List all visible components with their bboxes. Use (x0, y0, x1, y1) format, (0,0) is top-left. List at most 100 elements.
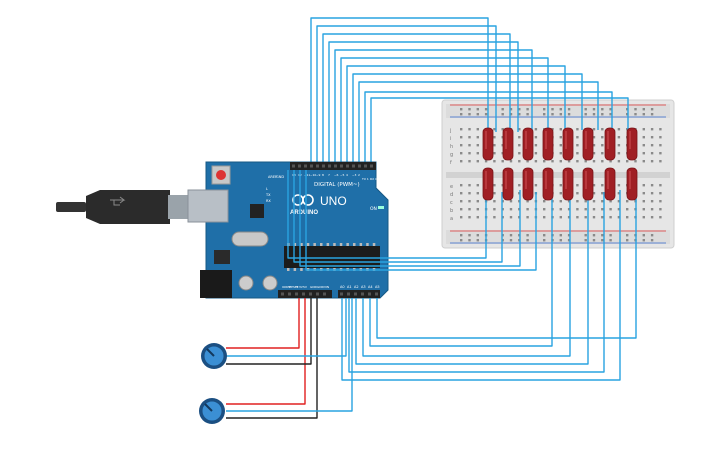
rail-hole[interactable] (460, 239, 463, 242)
led-icon[interactable] (542, 127, 554, 161)
breadboard-hole[interactable] (509, 216, 513, 219)
led-icon[interactable] (626, 167, 638, 201)
wire-d4[interactable] (334, 49, 533, 163)
rail-hole[interactable] (559, 239, 562, 242)
analog-pin[interactable] (361, 292, 364, 296)
breadboard-hole[interactable] (559, 160, 562, 163)
digital-pin[interactable] (298, 164, 301, 168)
led-icon[interactable] (482, 127, 494, 161)
rail-hole[interactable] (460, 113, 463, 116)
breadboard-hole[interactable] (468, 184, 471, 187)
breadboard-hole[interactable] (617, 192, 621, 195)
breadboard-hole[interactable] (592, 136, 596, 139)
breadboard-hole[interactable] (601, 160, 604, 163)
breadboard-hole[interactable] (534, 136, 538, 139)
led-icon[interactable] (482, 167, 494, 201)
breadboard-hole[interactable] (501, 160, 504, 163)
breadboard-hole[interactable] (601, 216, 604, 219)
wire-pot1-signal[interactable] (226, 298, 347, 357)
breadboard-hole[interactable] (526, 208, 529, 211)
digital-pin[interactable] (364, 164, 367, 168)
breadboard-hole[interactable] (559, 208, 562, 211)
breadboard-hole[interactable] (617, 136, 621, 139)
breadboard-hole[interactable] (601, 136, 604, 139)
power-pin[interactable] (316, 292, 319, 296)
rail-hole[interactable] (468, 234, 471, 237)
breadboard-hole[interactable] (592, 144, 596, 147)
breadboard-hole[interactable] (559, 128, 562, 131)
breadboard-hole[interactable] (650, 184, 654, 187)
wire-pot1-5v[interactable] (226, 298, 300, 349)
breadboard-hole[interactable] (659, 208, 662, 211)
breadboard-hole[interactable] (659, 192, 662, 195)
analog-pin[interactable] (347, 292, 350, 296)
led-icon[interactable] (582, 167, 594, 201)
breadboard-hole[interactable] (501, 128, 504, 131)
led-icon[interactable] (542, 167, 554, 201)
rail-hole[interactable] (601, 239, 604, 242)
rail-hole[interactable] (567, 108, 571, 111)
breadboard-hole[interactable] (642, 144, 645, 147)
digital-header[interactable] (290, 162, 376, 170)
rail-hole[interactable] (592, 113, 596, 116)
breadboard-hole[interactable] (518, 128, 521, 131)
breadboard-hole[interactable] (659, 184, 662, 187)
rail-hole[interactable] (642, 108, 645, 111)
wire-a1[interactable] (348, 192, 605, 373)
wire-d3[interactable] (328, 41, 519, 163)
breadboard-hole[interactable] (559, 192, 562, 195)
breadboard-hole[interactable] (493, 200, 496, 203)
wire-d1[interactable] (316, 25, 497, 163)
breadboard-hole[interactable] (617, 200, 621, 203)
potentiometer-icon[interactable] (201, 343, 227, 369)
breadboard-hole[interactable] (576, 144, 579, 147)
breadboard-hole[interactable] (626, 216, 629, 219)
wire-d9[interactable] (364, 91, 613, 163)
breadboard-hole[interactable] (584, 216, 587, 219)
rail-hole[interactable] (584, 239, 587, 242)
breadboard-hole[interactable] (551, 160, 554, 163)
breadboard-hole[interactable] (642, 184, 645, 187)
breadboard-hole[interactable] (642, 136, 645, 139)
breadboard-hole[interactable] (609, 160, 612, 163)
led-icon[interactable] (562, 127, 574, 161)
rail-hole[interactable] (642, 234, 645, 237)
breadboard-hole[interactable] (650, 216, 654, 219)
breadboard-hole[interactable] (650, 136, 654, 139)
breadboard-hole[interactable] (609, 208, 612, 211)
led-icon[interactable] (562, 167, 574, 201)
breadboard-hole[interactable] (534, 144, 538, 147)
breadboard-hole[interactable] (576, 192, 579, 195)
breadboard-hole[interactable] (617, 184, 621, 187)
wire-a5[interactable] (376, 192, 637, 339)
rail-hole[interactable] (592, 108, 596, 111)
led-icon[interactable] (604, 167, 616, 201)
rail-hole[interactable] (584, 113, 587, 116)
breadboard-hole[interactable] (493, 152, 496, 155)
usb-cable-icon[interactable] (56, 190, 188, 224)
breadboard-hole[interactable] (468, 192, 471, 195)
breadboard-hole[interactable] (576, 184, 579, 187)
rail-hole[interactable] (509, 239, 513, 242)
digital-pin[interactable] (340, 164, 343, 168)
rail-hole[interactable] (634, 113, 637, 116)
bottom-pins[interactable] (281, 292, 378, 296)
power-pin[interactable] (281, 292, 284, 296)
breadboard-hole[interactable] (493, 192, 496, 195)
breadboard-hole[interactable] (493, 136, 496, 139)
breadboard-hole[interactable] (493, 160, 496, 163)
breadboard-hole[interactable] (460, 128, 463, 131)
wire-a2[interactable] (355, 190, 589, 365)
power-pin[interactable] (323, 292, 326, 296)
led-icon[interactable] (522, 127, 534, 161)
rail-hole[interactable] (501, 239, 504, 242)
breadboard-hole[interactable] (468, 208, 471, 211)
breadboard-hole[interactable] (468, 160, 471, 163)
breadboard-hole[interactable] (659, 152, 662, 155)
breadboard-hole[interactable] (642, 192, 645, 195)
led-icon[interactable] (522, 167, 534, 201)
breadboard-hole[interactable] (460, 160, 463, 163)
breadboard-hole[interactable] (501, 200, 504, 203)
power-pin[interactable] (302, 292, 305, 296)
